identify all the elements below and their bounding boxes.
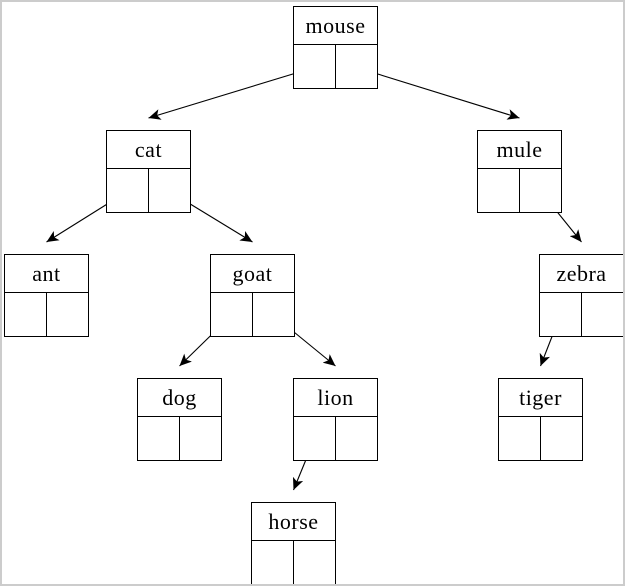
tree-node-ant: ant <box>4 254 89 337</box>
node-label: mule <box>478 131 561 169</box>
tree-node-tiger: tiger <box>498 378 583 461</box>
right-pointer-cell <box>582 293 623 336</box>
left-pointer-cell <box>478 169 520 212</box>
tree-node-mule: mule <box>477 130 562 213</box>
pointer-cells <box>540 293 623 336</box>
tree-node-horse: horse <box>251 502 336 584</box>
right-pointer-cell <box>253 293 294 336</box>
right-pointer-cell <box>149 169 190 212</box>
right-pointer-cell <box>47 293 88 336</box>
node-label: dog <box>138 379 221 417</box>
left-pointer-cell <box>294 417 336 460</box>
left-pointer-cell <box>540 293 582 336</box>
right-pointer-cell <box>541 417 582 460</box>
right-pointer-cell <box>336 417 377 460</box>
tree-node-dog: dog <box>137 378 222 461</box>
node-label: ant <box>5 255 88 293</box>
right-pointer-cell <box>294 541 335 584</box>
tree-node-zebra: zebra <box>539 254 623 337</box>
pointer-cells <box>294 45 377 88</box>
node-label: cat <box>107 131 190 169</box>
pointer-cells <box>478 169 561 212</box>
tree-node-mouse: mouse <box>293 6 378 89</box>
right-pointer-cell <box>520 169 561 212</box>
node-label: mouse <box>294 7 377 45</box>
pointer-cells <box>294 417 377 460</box>
tree-node-cat: cat <box>106 130 191 213</box>
node-label: goat <box>211 255 294 293</box>
node-label: zebra <box>540 255 623 293</box>
left-pointer-cell <box>252 541 294 584</box>
left-pointer-cell <box>138 417 180 460</box>
pointer-cells <box>211 293 294 336</box>
pointer-cells <box>138 417 221 460</box>
left-pointer-cell <box>107 169 149 212</box>
node-label: tiger <box>499 379 582 417</box>
right-pointer-cell <box>180 417 221 460</box>
left-pointer-cell <box>211 293 253 336</box>
pointer-cells <box>5 293 88 336</box>
right-pointer-cell <box>336 45 377 88</box>
left-pointer-cell <box>5 293 47 336</box>
pointer-cells <box>252 541 335 584</box>
tree-node-lion: lion <box>293 378 378 461</box>
tree-node-goat: goat <box>210 254 295 337</box>
left-pointer-cell <box>294 45 336 88</box>
pointer-cells <box>107 169 190 212</box>
left-pointer-cell <box>499 417 541 460</box>
node-label: horse <box>252 503 335 541</box>
pointer-cells <box>499 417 582 460</box>
node-label: lion <box>294 379 377 417</box>
